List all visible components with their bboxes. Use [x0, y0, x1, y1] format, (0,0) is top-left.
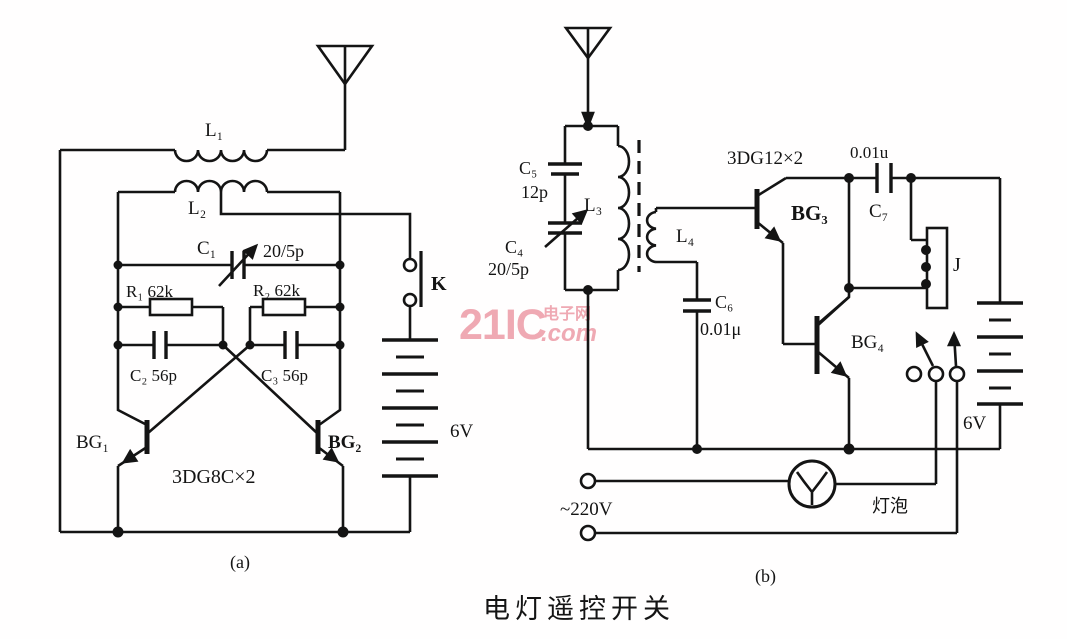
watermark: 21IC 电子网 .com	[459, 301, 597, 349]
varcap-c1	[118, 243, 340, 287]
inductor-l3	[616, 126, 631, 290]
antenna-b-icon	[563, 26, 613, 130]
label-c5: C₅	[519, 158, 537, 178]
receiver-circuit	[544, 26, 1023, 542]
label-mains: ~220V	[560, 499, 613, 520]
label-c4: C₄	[505, 237, 523, 257]
capacitor-c7	[786, 163, 1000, 193]
battery-a	[382, 338, 438, 532]
label-c1-value: 20/5p	[263, 241, 304, 261]
label-c4-value: 20/5p	[488, 259, 529, 279]
label-relay: J	[953, 254, 961, 276]
label-c7: C₇	[869, 201, 888, 222]
figure-caption: 电灯遥控开关	[483, 594, 675, 624]
resistor-r1	[118, 297, 225, 345]
label-batt-b: 6V	[963, 413, 987, 434]
label-c3: C₃ 56p	[261, 366, 308, 385]
transistor-bg2	[315, 420, 345, 532]
tap-wire	[219, 192, 412, 259]
label-c6: C₆	[715, 292, 733, 312]
mains-terminals	[579, 381, 959, 542]
relay-contacts	[905, 330, 966, 383]
labels-a: L₁ L₂ C₁ 20/5p R₁ 62k R₂ 62k C₂ 56p C₃ 5…	[76, 120, 474, 573]
cross-coupling-wires	[147, 344, 318, 434]
capacitor-c6	[683, 298, 711, 449]
antenna-a-icon	[315, 44, 375, 150]
watermark-site: 电子网	[543, 304, 591, 323]
label-type-a: 3DG8C×2	[172, 466, 256, 488]
label-c2: C₂ 56p	[130, 366, 177, 385]
transistor-bg3	[754, 176, 817, 346]
transmitter-circuit	[58, 44, 438, 538]
transistor-bg1	[116, 420, 150, 532]
label-l2: L₂	[188, 198, 206, 219]
varcap-c4	[544, 209, 589, 290]
label-bg3: BG₃	[791, 201, 828, 225]
inductor-l2	[118, 179, 340, 194]
label-tag-a: (a)	[230, 552, 250, 573]
transistor-bg4	[814, 296, 851, 449]
label-lamp: 灯泡	[872, 496, 908, 516]
label-l3: L₃	[584, 195, 602, 216]
label-l4: L₄	[676, 226, 694, 247]
label-bg4: BG₄	[851, 332, 884, 353]
label-tag-b: (b)	[755, 566, 776, 587]
label-r2: R₂ 62k	[253, 281, 301, 300]
labels-b: C₅ 12p C₄ 20/5p L₃ L₄ C₆ 0.01μ 3DG12×2 B…	[488, 143, 987, 587]
capacitor-c3	[250, 331, 340, 359]
lamp-icon	[787, 459, 837, 509]
left-inner-rail	[116, 192, 148, 427]
resistor-r2	[248, 297, 340, 345]
label-batt-a: 6V	[450, 421, 474, 442]
label-l1: L₁	[205, 120, 223, 141]
junction-dots-b	[583, 121, 916, 455]
label-c1: C₁	[197, 238, 216, 259]
relay-j	[849, 178, 949, 310]
label-bg2: BG₂	[328, 432, 361, 453]
capacitor-c5	[548, 126, 582, 223]
label-bg1: BG₁	[76, 432, 109, 453]
label-c5-value: 12p	[521, 182, 548, 202]
label-r1: R₁ 62k	[126, 282, 174, 301]
capacitor-c2	[118, 331, 223, 359]
label-c6-value: 0.01μ	[700, 319, 741, 339]
switch-k	[402, 251, 423, 340]
label-k: K	[431, 273, 447, 295]
junction-dots-a	[112, 260, 349, 538]
label-c7-value: 0.01u	[850, 143, 889, 162]
lamp-to-contact-wire	[835, 381, 938, 486]
inductor-l1	[60, 148, 345, 163]
battery-b	[977, 301, 1023, 449]
watermark-brand: 21IC	[459, 301, 546, 349]
label-type-b: 3DG12×2	[727, 148, 803, 169]
inductor-l4	[645, 206, 757, 300]
